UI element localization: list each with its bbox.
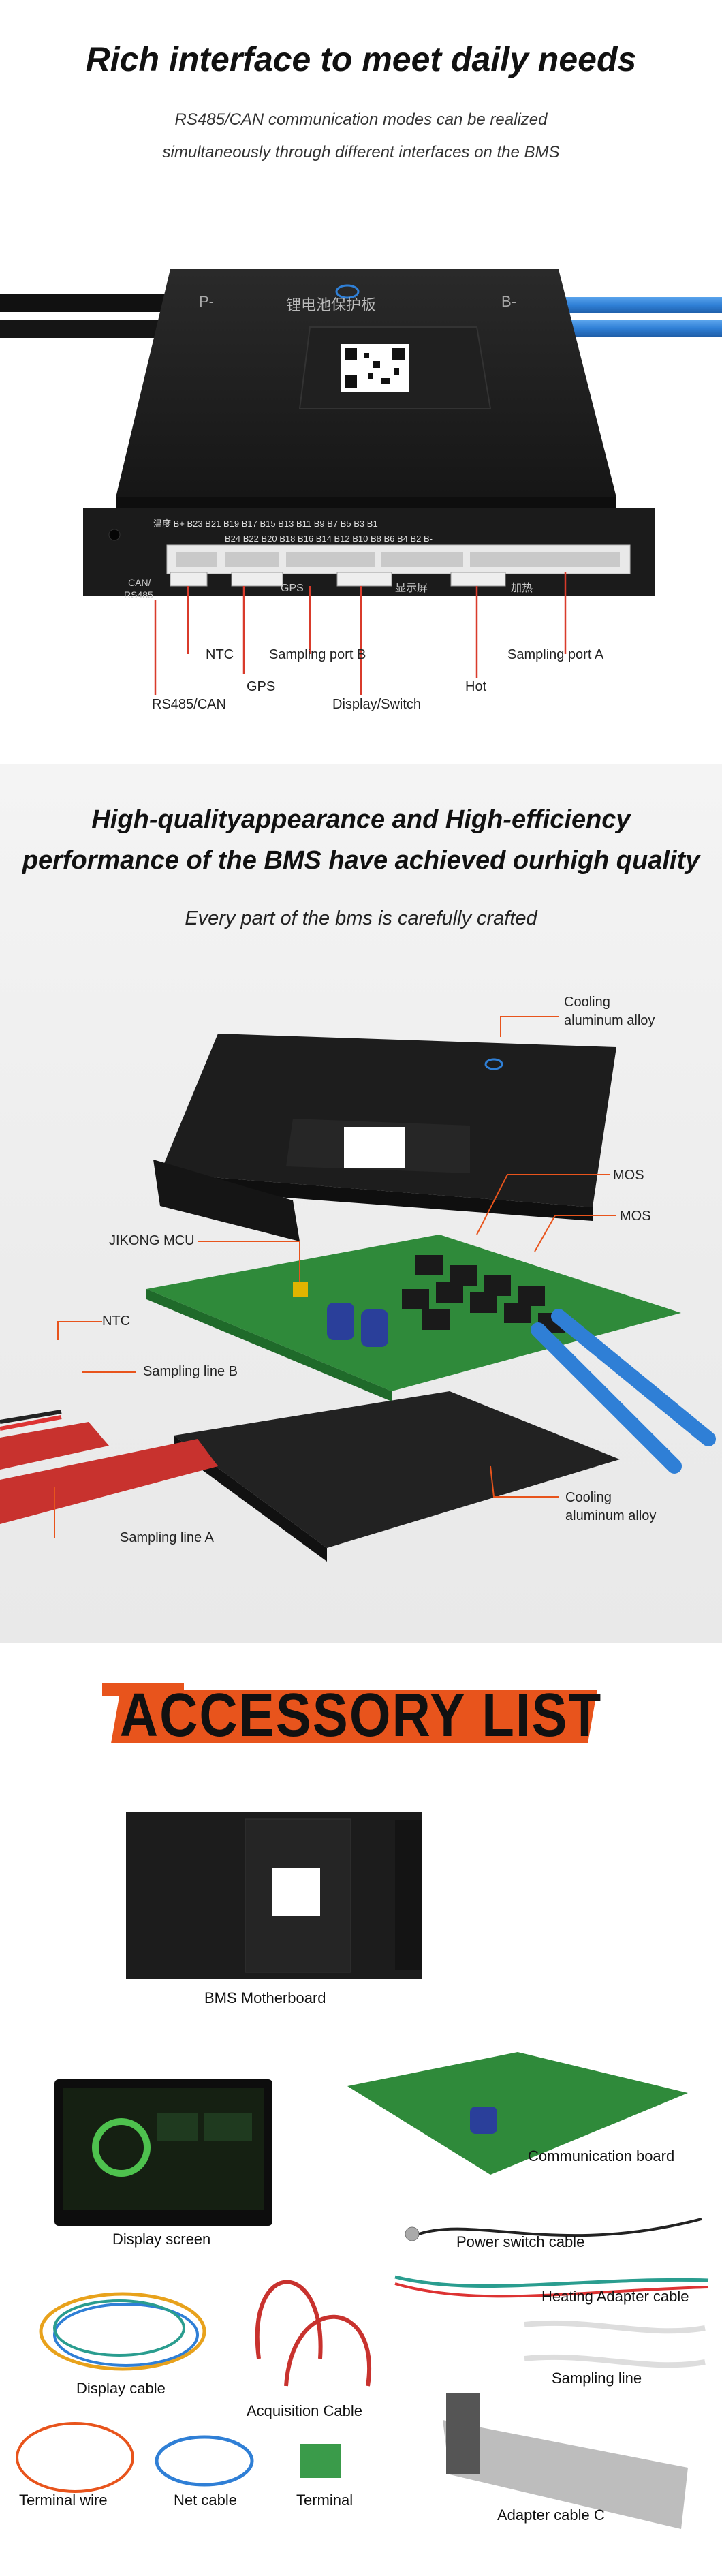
accessory-title: ACCESSORY LIST [119,1680,603,1750]
quality-subtitle: Every part of the bms is carefully craft… [185,907,537,929]
adapter-cable-c-image [443,2420,688,2529]
callout-mos-1: MOS [613,1168,644,1183]
terminal-image [300,2444,341,2478]
svg-text:显示屏: 显示屏 [395,583,428,594]
hero-subtitle-line2: simultaneously through different interfa… [162,143,560,161]
callout-cooling-top-2: aluminum alloy [564,1013,655,1028]
black-cable-2 [0,320,184,338]
label-terminal-wire: Terminal wire [19,2492,108,2509]
callout-rs485-can: RS485/CAN [152,697,226,712]
callout-hot: Hot [465,679,487,694]
label-communication-board: Communication board [528,2147,675,2164]
callout-sampling-line-a: Sampling line A [120,1530,214,1545]
label-net-cable: Net cable [174,2492,237,2509]
quality-title-line2: performance of the BMS have achieved our… [22,846,700,875]
port-gps [231,572,283,587]
accessory-illustrations [16,1812,709,2529]
svg-text:B-: B- [501,293,516,310]
callout-display-switch: Display/Switch [332,697,422,712]
board-name: 锂电池保护板 [286,297,376,314]
svg-text:RS485: RS485 [124,589,153,600]
label-display-screen: Display screen [112,2231,211,2248]
quality-callout-lines [54,1016,616,1538]
bottom-tray [174,1391,620,1548]
hero-subtitle-line1: RS485/CAN communication modes can be rea… [174,110,548,129]
label-terminal: Terminal [296,2492,354,2509]
svg-text:GPS: GPS [281,583,304,594]
callout-gps: GPS [247,679,276,694]
label-heating-adapter-cable: Heating Adapter cable [542,2288,689,2305]
hero-title: Rich interface to meet daily needs [85,40,637,78]
acquisition-cable-image [255,2280,323,2359]
exploded-view-illustration [0,1016,716,1562]
terminal-wire-image [16,2422,134,2493]
callout-mos-2: MOS [620,1209,651,1224]
callout-ntc-line: NTC [102,1314,131,1329]
label-bms-motherboard: BMS Motherboard [204,1989,326,2006]
label-acquisition-cable: Acquisition Cable [247,2402,362,2419]
quality-section: High-qualityappearance and High-efficien… [0,764,722,1643]
heating-adapter-image [394,2275,709,2288]
top-qr [344,1127,405,1168]
sampling-line-image [524,2320,706,2334]
quality-title-line1: High-qualityappearance and High-efficien… [91,805,631,834]
pcb-board [146,1235,681,1391]
comm-board-image [347,2052,688,2175]
callout-cooling-bottom-1: Cooling [565,1490,612,1505]
label-adapter-cable-c: Adapter cable C [497,2507,605,2524]
callout-sampling-port-a: Sampling port A [507,647,604,662]
port-hot [450,572,506,587]
logo-mark [335,284,360,299]
top-cover [160,1034,616,1207]
port-display [336,572,392,587]
display-cable-image [39,2292,206,2371]
port-ntc [170,572,208,587]
label-sampling-line: Sampling line [552,2370,642,2387]
svg-text:CAN/: CAN/ [128,577,151,588]
callout-cooling-top-1: Cooling [564,995,610,1010]
callout-sampling-port-b: Sampling port B [269,647,366,662]
accessory-title-banner-shadow [102,1683,184,1696]
callout-sampling-line-b: Sampling line B [143,1364,238,1379]
svg-text:P-: P- [199,293,214,310]
svg-text:B24 B22 B20 B18 B16 B14 B12 B1: B24 B22 B20 B18 B16 B14 B12 B10 B8 B6 B4… [225,533,433,544]
mcu-chip [293,1282,308,1297]
power-switch-image [405,2226,420,2241]
label-power-switch-cable: Power switch cable [456,2233,585,2250]
net-cable-image [155,2435,254,2487]
label-display-cable: Display cable [76,2380,166,2397]
sampling-line-b [0,1422,109,1470]
bms-board-illustration: 锂电池保护板 P- B- 温度 B+ B23 B21 B19 B17 B15 B… [0,269,722,695]
svg-text:温度 B+ B23 B21 B19 B17 B15 B13: 温度 B+ B23 B21 B19 B17 B15 B13 B11 B9 B7 … [153,518,378,529]
capacitors [327,1303,388,1347]
svg-text:加热: 加热 [511,582,533,594]
callout-ntc: NTC [206,647,234,662]
callout-cooling-bottom-2: aluminum alloy [565,1508,657,1523]
accessory-section: ACCESSORY LIST [0,1643,722,2576]
callout-lines [154,572,567,695]
hero-section: Rich interface to meet daily needs RS485… [0,0,722,764]
callout-jikong-mcu: JIKONG MCU [109,1233,195,1248]
